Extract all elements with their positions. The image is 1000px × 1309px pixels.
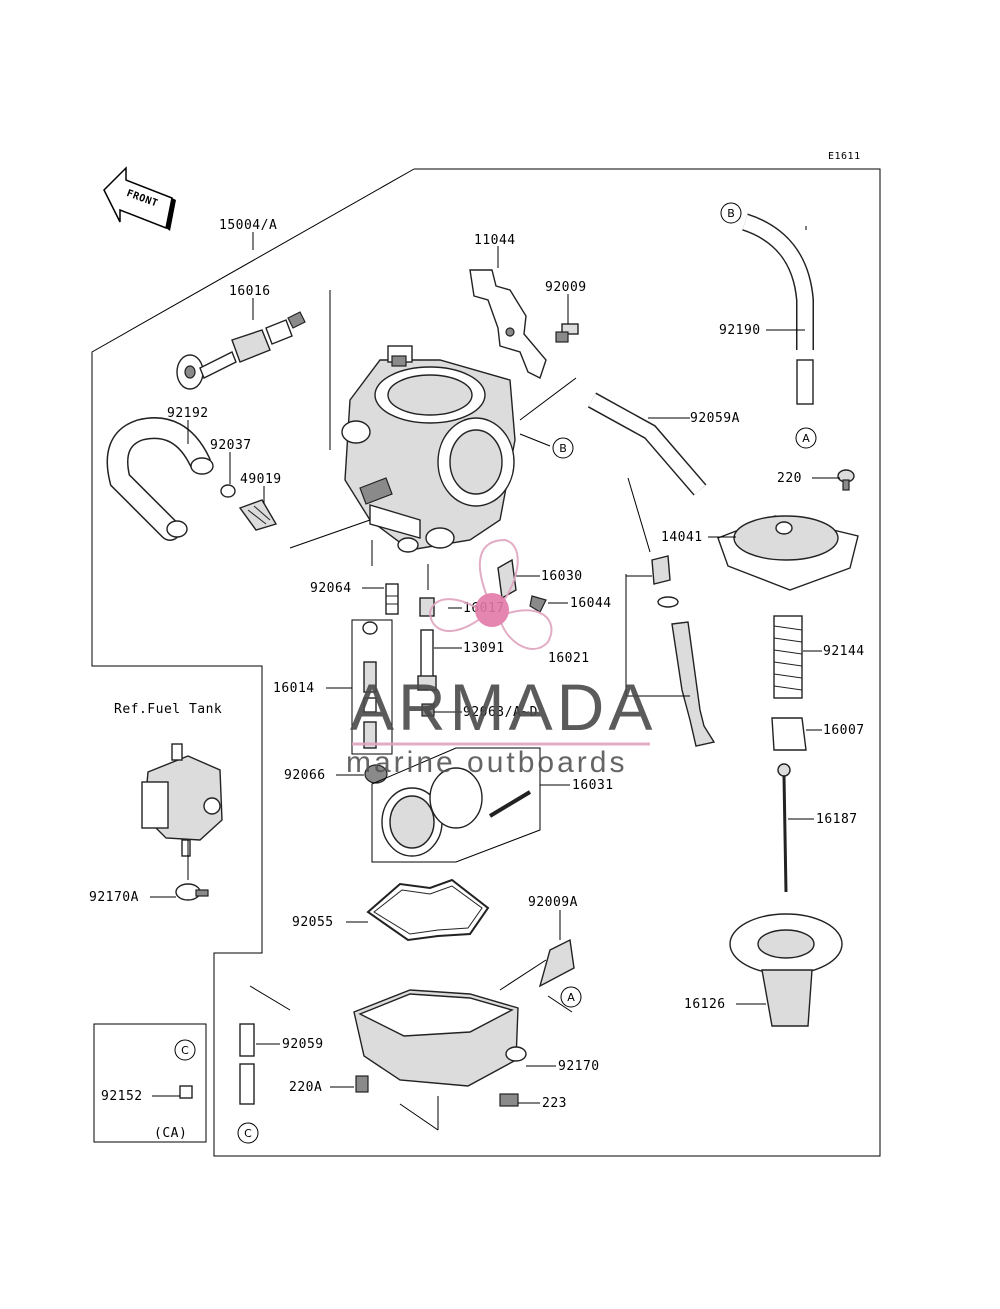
choke-plunger-part [176, 311, 306, 390]
tube-92190-part [741, 213, 814, 405]
drain-screw-92009a-part [538, 938, 575, 988]
svg-text:C: C [181, 1044, 189, 1057]
label-92055: 92055 [292, 915, 334, 930]
watermark-tagline: marine outboards [346, 746, 627, 779]
filter-49019-part [238, 499, 278, 531]
ref-fuel-tank-label: Ref.Fuel Tank [114, 702, 222, 717]
float-bowl-part [353, 989, 519, 1087]
callout-b-top: B [720, 202, 742, 224]
svg-text:B: B [727, 207, 735, 220]
label-92192: 92192 [167, 406, 209, 421]
diaphragm-16126-part [729, 913, 843, 1027]
label-15004a: 15004/A [219, 218, 277, 233]
screw-220-part [837, 469, 855, 491]
label-16030: 16030 [541, 569, 583, 584]
callout-c-bottom: C [237, 1122, 259, 1144]
svg-text:B: B [559, 442, 567, 455]
assembly-boundary [91, 168, 881, 1157]
float-valve-16030-part [497, 558, 517, 600]
ca-box [93, 1023, 207, 1143]
screw-220a-part [355, 1075, 369, 1093]
watermark-brand: ARMADA [350, 670, 656, 744]
label-92037: 92037 [210, 438, 252, 453]
label-92190: 92190 [719, 323, 761, 338]
holder-16007-part [771, 717, 807, 751]
clamp-92170a-part [175, 883, 209, 901]
logo-center [475, 593, 509, 627]
callout-a-bottom: A [560, 986, 582, 1008]
clip-92037-part [220, 484, 236, 498]
svg-text:A: A [567, 991, 575, 1004]
label-49019: 49019 [240, 472, 282, 487]
label-92009: 92009 [545, 280, 587, 295]
diagram-code: E1611 [828, 151, 861, 162]
armada-logo-icon [428, 538, 553, 650]
part-number-labels: 15004/A 16016 11044 92009 92190 92059A 9… [89, 218, 865, 1111]
front-arrow-icon [103, 166, 176, 231]
label-92063: 92063/A~D [463, 705, 538, 720]
watermark: ARMADA marine outboards [346, 538, 656, 779]
label-16007: 16007 [823, 723, 865, 738]
label-16044: 16044 [570, 596, 612, 611]
leader-lines [150, 226, 840, 1131]
gasket-92055-part [366, 878, 490, 942]
tube-92059a-part [587, 392, 707, 496]
carburetor-body-part [341, 345, 516, 553]
fuel-tap-part [141, 743, 223, 857]
throttle-assembly-16031-part [371, 747, 541, 863]
clamp-92170-part [505, 1046, 527, 1062]
top-cover-14041-part [717, 515, 859, 591]
svg-text:A: A [802, 432, 810, 445]
label-92009a: 92009A [528, 895, 578, 910]
label-11044: 11044 [474, 233, 516, 248]
spring-92144-part [773, 615, 803, 699]
label-92059: 92059 [282, 1037, 324, 1052]
needle-16187-part [777, 763, 791, 893]
label-16014: 16014 [273, 681, 315, 696]
screw-92009-part [555, 323, 579, 343]
label-16016: 16016 [229, 284, 271, 299]
label-92066: 92066 [284, 768, 326, 783]
slide-16021-part [651, 555, 716, 747]
label-16021: 16021 [548, 651, 590, 666]
tube-92059-part [239, 1023, 255, 1105]
bracket-part [469, 269, 547, 379]
label-16031: 16031 [572, 778, 614, 793]
cap-92152-part [179, 1085, 193, 1099]
ca-label: (CA) [154, 1126, 187, 1141]
plug-92066-part [364, 764, 388, 784]
hose-92192-part [106, 417, 214, 541]
label-220a: 220A [289, 1080, 322, 1095]
svg-text:C: C [244, 1127, 252, 1140]
label-220: 220 [777, 471, 802, 486]
label-223: 223 [542, 1096, 567, 1111]
callout-a-top: A [795, 427, 817, 449]
screw-223-part [499, 1093, 519, 1107]
main-jet-92063-part [421, 703, 435, 717]
label-92144: 92144 [823, 644, 865, 659]
label-92064: 92064 [310, 581, 352, 596]
pilot-screw-set-16014-part [351, 619, 393, 755]
callout-c-ca: C [174, 1039, 196, 1061]
label-14041: 14041 [661, 530, 703, 545]
callout-b-mid: B [552, 437, 574, 459]
label-92170: 92170 [558, 1059, 600, 1074]
label-16187: 16187 [816, 812, 858, 827]
label-16126: 16126 [684, 997, 726, 1012]
clip-16044-part [529, 595, 547, 613]
label-92170a: 92170A [89, 890, 139, 905]
jet-92064-part [385, 583, 399, 615]
label-92059a: 92059A [690, 411, 740, 426]
label-92152: 92152 [101, 1089, 143, 1104]
label-13091: 13091 [463, 641, 505, 656]
